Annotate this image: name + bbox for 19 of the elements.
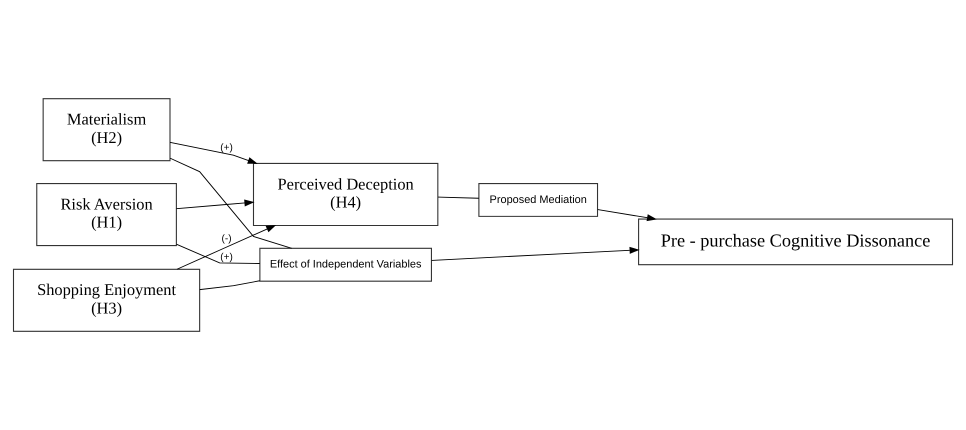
edge-label: (-): [222, 234, 232, 245]
arrow: [170, 142, 258, 164]
node-box: Proposed Mediation: [478, 182, 598, 217]
arrow: [597, 209, 658, 222]
connector: [199, 280, 260, 290]
node-box: Pre - purchase Cognitive Dissonance: [638, 218, 954, 266]
edge-label: (+): [220, 142, 233, 154]
node-box: Risk Aversion (H1): [36, 182, 177, 246]
node-box: Effect of Independent Variables: [259, 248, 432, 282]
node-box: Perceived Deception (H4): [252, 162, 438, 226]
node-box: Shopping Enjoyment (H3): [12, 268, 200, 332]
connector: [176, 244, 260, 264]
node-box: Materialism (H2): [42, 98, 171, 162]
connector: [170, 158, 292, 249]
arrow: [176, 199, 254, 210]
edge-label: (+): [220, 252, 233, 263]
arrow: [176, 225, 276, 270]
arrow: [431, 246, 640, 261]
connector: [438, 196, 480, 199]
